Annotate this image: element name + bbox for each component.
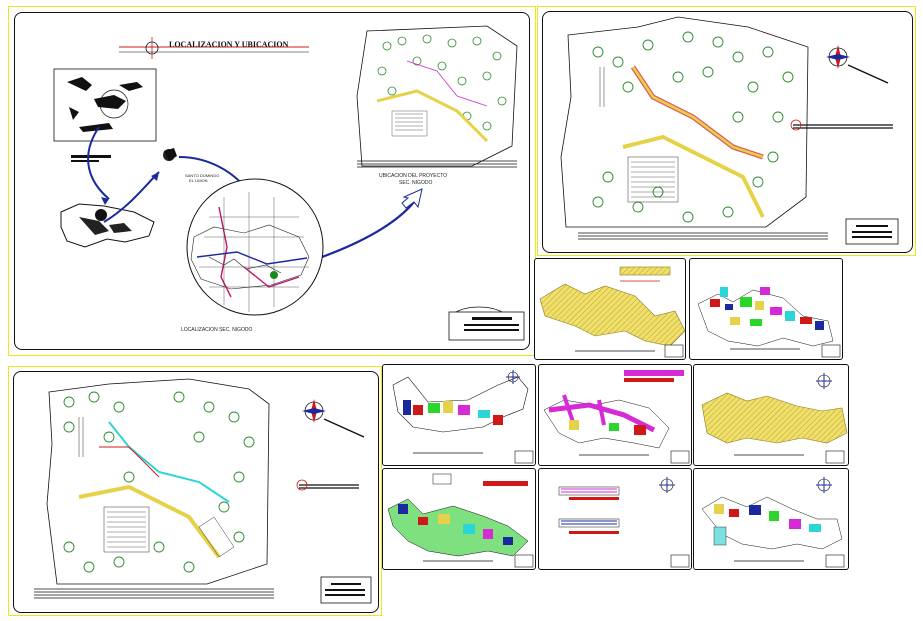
location-title-block (448, 306, 525, 341)
north-arrow-icon (302, 399, 365, 438)
project-label-line1: UBICACION DEL PROYECTO (379, 173, 448, 179)
elevations-sheet (538, 468, 692, 570)
main-title: LOCALIZACION Y UBICACION (169, 40, 289, 49)
floor-plan-sheet-5 (693, 468, 849, 570)
site-plan-sheet-1-frame (542, 11, 913, 253)
city-map-circle (186, 178, 324, 316)
floor-plan-3-drawing (543, 370, 690, 464)
roof-plan-sheet-2 (693, 364, 849, 466)
elevations-drawing (558, 477, 690, 568)
roof-plan-2-drawing (701, 373, 848, 464)
floor-plan-1-drawing (697, 287, 841, 358)
floor-plan-5-drawing (701, 477, 845, 568)
location-drawing (53, 25, 525, 341)
floor-plan-4-drawing (387, 473, 534, 568)
site-plan-1-title-block (845, 218, 899, 245)
floor-plan-sheet-1 (689, 258, 843, 360)
site-plan-sheet-1 (537, 6, 916, 256)
site-plan-2-title-block (320, 576, 372, 604)
roof-plan-sheet-1 (534, 258, 686, 360)
small-site-plan (356, 25, 518, 168)
location-sheet-frame (14, 12, 530, 350)
city-label-line2: EL LIMON (189, 178, 208, 183)
project-label-line2: SEC. NIGODO (399, 180, 433, 186)
floor-plan-2-drawing (392, 370, 534, 464)
site-plan-sheet-2 (8, 366, 382, 616)
north-arrow-icon (826, 45, 889, 84)
location-label: LOCALIZACION SEC. NIGODO (181, 327, 253, 333)
location-sheet: LOCALIZACION Y UBICACION LOCALIZACION SE… (8, 6, 536, 356)
floor-plan-sheet-4 (382, 468, 536, 570)
site-plan-sheet-2-frame (13, 371, 379, 613)
floor-plan-sheet-3 (538, 364, 692, 466)
site-plan-1-drawing (560, 16, 899, 245)
city-label-line1: SANTO DOMINGO (185, 173, 220, 178)
floor-plan-sheet-2 (382, 364, 536, 466)
roof-plan-1-drawing (539, 266, 686, 358)
site-plan-2-drawing (34, 378, 372, 604)
